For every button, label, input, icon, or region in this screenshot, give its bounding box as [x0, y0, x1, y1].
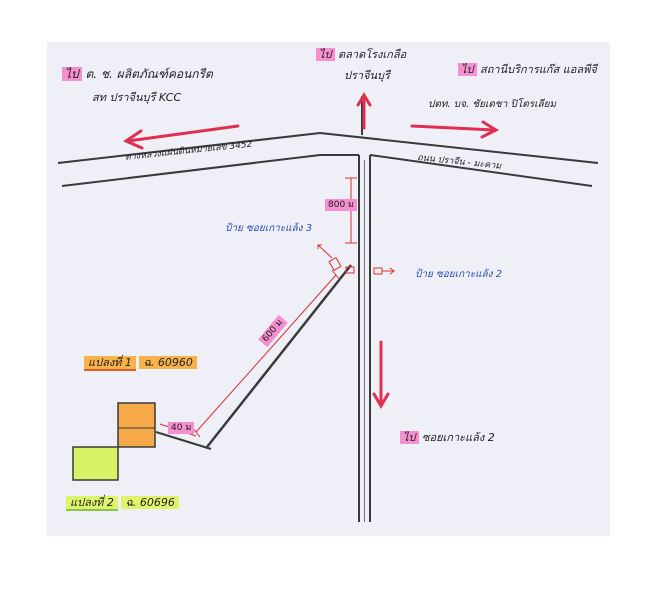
direction-arrows — [122, 92, 500, 409]
plot2-deed: ฉ. 60696 — [121, 496, 179, 509]
south-road — [358, 155, 371, 522]
main-road — [57, 131, 599, 187]
dest-concrete-label: ไป ต. ช. ผลิตภัณฑ์คอนกรีต — [62, 66, 213, 82]
dest-gas-label: ไป สถานีบริการแก๊ส แอลพีจี — [458, 62, 597, 78]
plot1-label: แปลงที่ 1 ฉ. 60960 — [84, 355, 197, 371]
dest-line1: ต. ช. ผลิตภัณฑ์คอนกรีต — [85, 67, 213, 81]
map-paper — [47, 42, 610, 536]
dest-soi2-label: ไป ซอยเกาะแล้ง 2 — [400, 430, 495, 446]
plot1-deed: ฉ. 60960 — [139, 356, 197, 369]
plot2-title: แปลงที่ 2 — [66, 496, 118, 511]
plot2-shape — [72, 446, 119, 481]
dest-text: ซอยเกาะแล้ง 2 — [422, 431, 495, 444]
sign-text: ป้าย ซอยเกาะแล้ง 3 — [225, 223, 313, 234]
dest-prefix: ไป — [316, 48, 335, 61]
distance-800: 800 ม — [325, 199, 357, 211]
dimension-lines — [159, 177, 357, 438]
dest-prefix: ไป — [400, 431, 419, 444]
distance-40: 40 ม — [168, 422, 195, 434]
dest-market-label-2: ปราจีนบุรี — [344, 68, 390, 84]
sign-markers — [317, 244, 395, 275]
plot-shapes — [72, 402, 156, 481]
sign-text: ป้าย ซอยเกาะแล้ง 2 — [415, 269, 503, 280]
dest-line1: ตลาดโรงเกลือ — [338, 48, 407, 61]
dest-concrete-label-2: สท ปราจีนบุรี KCC — [92, 90, 181, 106]
dest-prefix: ไป — [62, 67, 82, 81]
dest-line2: ปราจีนบุรี — [344, 69, 390, 82]
plot1-shape — [117, 402, 156, 448]
dest-line2: ปตท. บจ. ชัยเดชา ปิโตรเลียม — [428, 99, 557, 110]
dest-line1: สถานีบริการแก๊ส แอลพีจี — [480, 63, 597, 76]
dest-market-label: ไป ตลาดโรงเกลือ — [316, 47, 406, 63]
plot1-title: แปลงที่ 1 — [84, 356, 136, 371]
sign-soi2: ป้าย ซอยเกาะแล้ง 2 — [415, 267, 502, 283]
soi-lane — [155, 264, 352, 450]
plot2-label: แปลงที่ 2 ฉ. 60696 — [66, 495, 179, 511]
sign-soi3: ป้าย ซอยเกาะแล้ง 3 — [225, 221, 312, 237]
dest-gas-label-2: ปตท. บจ. ชัยเดชา ปิโตรเลียม — [428, 97, 556, 113]
dest-prefix: ไป — [458, 63, 477, 76]
dest-line2: สท ปราจีนบุรี KCC — [92, 91, 182, 104]
